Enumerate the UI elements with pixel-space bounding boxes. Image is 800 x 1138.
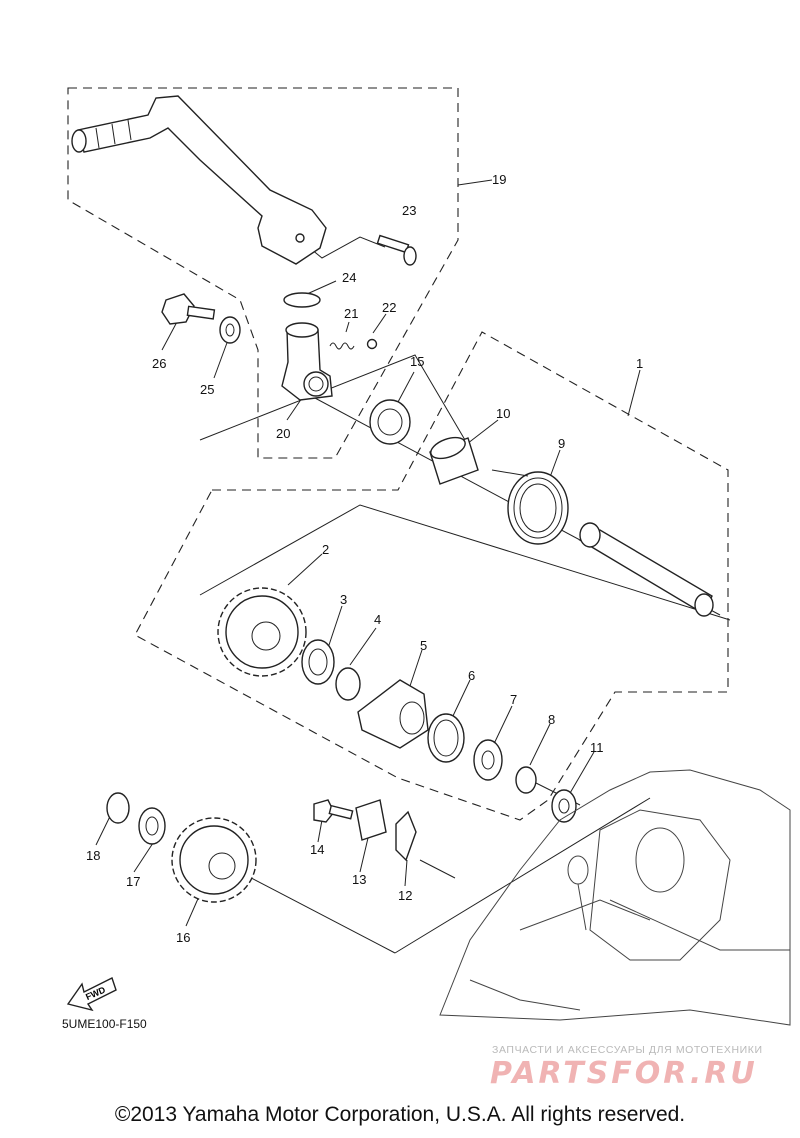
crankcase-outline — [439, 769, 791, 1026]
boss-washer — [219, 316, 241, 344]
clip — [395, 810, 417, 862]
callout-8: 8 — [548, 712, 555, 727]
callout-15: 15 — [410, 354, 424, 369]
callout-17: 17 — [126, 874, 140, 889]
callout-26: 26 — [152, 356, 166, 371]
gear-washer — [301, 639, 335, 685]
watermark-subtitle: ЗАПЧАСТИ И АКСЕССУАРЫ ДЛЯ МОТОТЕХНИКИ — [492, 1044, 763, 1056]
callout-10: 10 — [496, 406, 510, 421]
kick-gear — [217, 587, 307, 677]
callout-21: 21 — [344, 306, 358, 321]
callout-7: 7 — [510, 692, 517, 707]
circlip-lower — [515, 766, 537, 794]
callout-9: 9 — [558, 436, 565, 451]
idler-circlip — [106, 792, 130, 824]
steel-ball — [366, 338, 378, 350]
callouts: 19 23 24 21 22 26 25 15 20 10 9 1 2 3 4 … — [86, 172, 643, 945]
leader-lines — [95, 179, 731, 954]
callout-20: 20 — [276, 426, 290, 441]
kick-boss — [281, 322, 333, 401]
callout-1: 1 — [636, 356, 643, 371]
kick-lever-assembly-boundary — [67, 87, 459, 459]
forward-arrow-icon: FWD — [66, 977, 117, 1012]
callout-24: 24 — [342, 270, 356, 285]
callout-5: 5 — [420, 638, 427, 653]
callout-13: 13 — [352, 872, 366, 887]
ratchet-guide — [355, 799, 387, 841]
callout-11: 11 — [590, 740, 604, 755]
kick-lever — [71, 95, 327, 265]
callout-14: 14 — [310, 842, 324, 857]
lever-bolt — [376, 234, 417, 266]
watermark-brand: PARTSFOR.RU — [490, 1056, 758, 1091]
callout-23: 23 — [402, 203, 416, 218]
kick-axle — [578, 522, 714, 617]
boss-bolt — [161, 293, 216, 325]
collar — [429, 436, 479, 485]
torsion-spring — [491, 469, 569, 545]
callout-16: 16 — [176, 930, 190, 945]
ratchet-wheel — [357, 679, 429, 749]
callout-18: 18 — [86, 848, 100, 863]
diagram-code: 5UME100-F150 — [62, 1017, 147, 1031]
oil-seal — [369, 399, 411, 445]
callout-6: 6 — [468, 668, 475, 683]
ratchet-spring — [427, 713, 465, 763]
o-ring — [283, 292, 321, 308]
spring-washer — [473, 739, 503, 781]
callout-12: 12 — [398, 888, 412, 903]
callout-2: 2 — [322, 542, 329, 557]
copyright-notice: ©2013 Yamaha Motor Corporation, U.S.A. A… — [114, 1103, 686, 1126]
callout-4: 4 — [374, 612, 381, 627]
boss-spring — [329, 342, 355, 350]
callout-19: 19 — [492, 172, 506, 187]
idler-washer — [138, 807, 166, 845]
callout-3: 3 — [340, 592, 347, 607]
callout-22: 22 — [382, 300, 396, 315]
circlip-upper — [335, 667, 361, 701]
kick-idle-gear — [171, 817, 257, 903]
callout-25: 25 — [200, 382, 214, 397]
guide-bolt — [313, 799, 354, 823]
kick-axle-assembly-boundary — [134, 331, 729, 821]
